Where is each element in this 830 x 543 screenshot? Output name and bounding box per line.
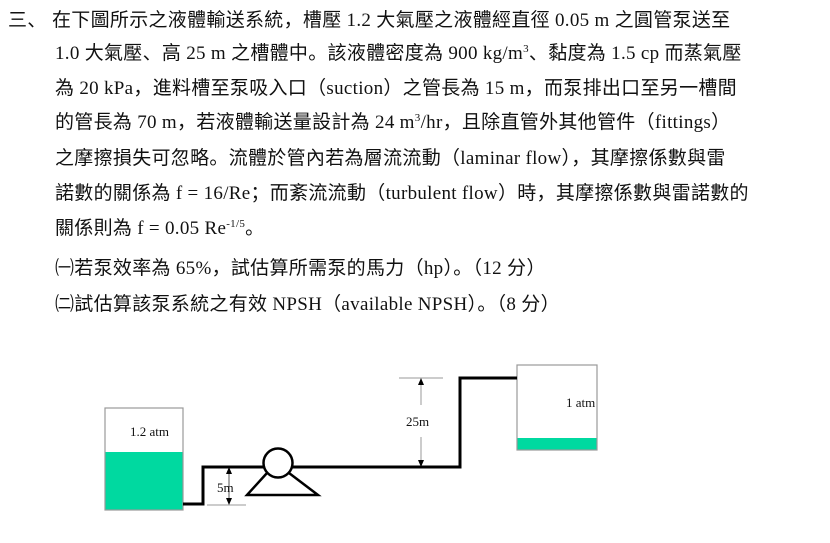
question-line-5: 之摩擦損失可忽略。流體於管內若為層流流動（laminar flow），其摩擦係數…: [55, 148, 726, 169]
superscript: -1/5: [226, 218, 246, 230]
text: 關係則為 f = 0.05 Re: [55, 218, 227, 239]
sub-question-2: ㈡試估算該泵系統之有效 NPSH（available NPSH）。（8 分）: [55, 294, 560, 315]
text: 。: [245, 218, 265, 239]
superscript: 3: [523, 43, 529, 55]
right-tank-label: 1 atm: [566, 395, 595, 410]
question-line-4: 的管長為 70 m，若液體輸送量設計為 24 m3/hr，且除直管外其他管件（f…: [55, 112, 730, 134]
arrowhead: [226, 467, 232, 474]
arrowhead: [226, 498, 232, 505]
text: 、黏度為 1.5 cp 而蒸氣壓: [528, 43, 742, 64]
pump-icon: [262, 447, 294, 479]
right-tank-liquid: [517, 438, 597, 450]
right-tank: [516, 364, 598, 451]
text: 的管長為 70 m，若液體輸送量設計為 24 m: [55, 112, 415, 133]
left-tank-liquid: [105, 452, 183, 510]
question-line-7: 關係則為 f = 0.05 Re-1/5。: [55, 218, 264, 240]
text: 1.0 大氣壓、高 25 m 之槽體中。該液體密度為 900 kg/m: [55, 43, 524, 64]
arrowhead: [418, 460, 424, 467]
question-line-1: 在下圖所示之液體輸送系統，槽壓 1.2 大氣壓之液體經直徑 0.05 m 之圓管…: [52, 10, 731, 31]
suction-height-label: 5m: [217, 480, 234, 495]
superscript: 3: [414, 112, 421, 124]
discharge-height-label: 25m: [406, 414, 429, 429]
text: /hr，且除直管外其他管件（fittings）: [420, 112, 731, 133]
question-number: 三、: [8, 10, 47, 31]
left-tank-label: 1.2 atm: [130, 424, 169, 439]
discharge-pipe: [292, 376, 517, 469]
left-tank: [104, 407, 184, 511]
question-line-3: 為 20 kPa，進料槽至泵吸入口（suction）之管長為 15 m，而泵排出…: [55, 78, 737, 99]
sub-question-1: ㈠若泵效率為 65%，試估算所需泵的馬力（hp）。（12 分）: [55, 258, 546, 279]
suction-pipe: [183, 465, 264, 506]
arrowhead: [418, 378, 424, 385]
question-line-6: 諾數的關係為 f = 16/Re；而紊流流動（turbulent flow）時，…: [55, 183, 749, 204]
question-line-2: 1.0 大氣壓、高 25 m 之槽體中。該液體密度為 900 kg/m3、黏度為…: [55, 43, 742, 65]
